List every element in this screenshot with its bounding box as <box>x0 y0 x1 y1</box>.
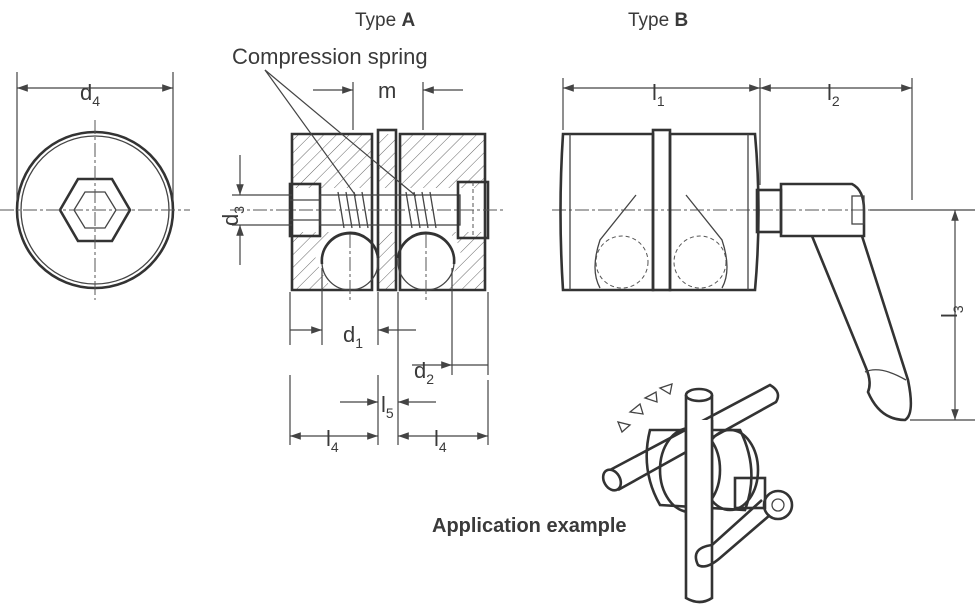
dim-m: m <box>378 78 396 103</box>
dim-l5: l5 <box>381 392 394 421</box>
type-b-heading: Type B <box>628 10 688 31</box>
dim-l1: l1 <box>652 80 665 109</box>
dim-d4: d4 <box>80 80 100 109</box>
compression-spring-label: Compression spring <box>232 44 428 69</box>
dim-l4-right: l4 <box>434 426 447 455</box>
type-b-view: l1 l2 l3 <box>552 78 975 422</box>
application-example-illustration: Application example <box>432 383 794 604</box>
end-view: d4 <box>0 72 190 300</box>
application-example-label: Application example <box>432 515 627 537</box>
dim-d1: d1 <box>343 322 363 351</box>
type-a-section: Compression spring m d3 d1 d2 l5 <box>218 44 505 455</box>
dim-d2: d2 <box>414 358 434 387</box>
dim-d3: d3 <box>218 206 247 226</box>
type-a-heading: Type A <box>355 10 415 31</box>
dim-l4-left: l4 <box>326 426 339 455</box>
dim-l3: l3 <box>937 305 966 318</box>
dim-l2: l2 <box>827 80 840 109</box>
